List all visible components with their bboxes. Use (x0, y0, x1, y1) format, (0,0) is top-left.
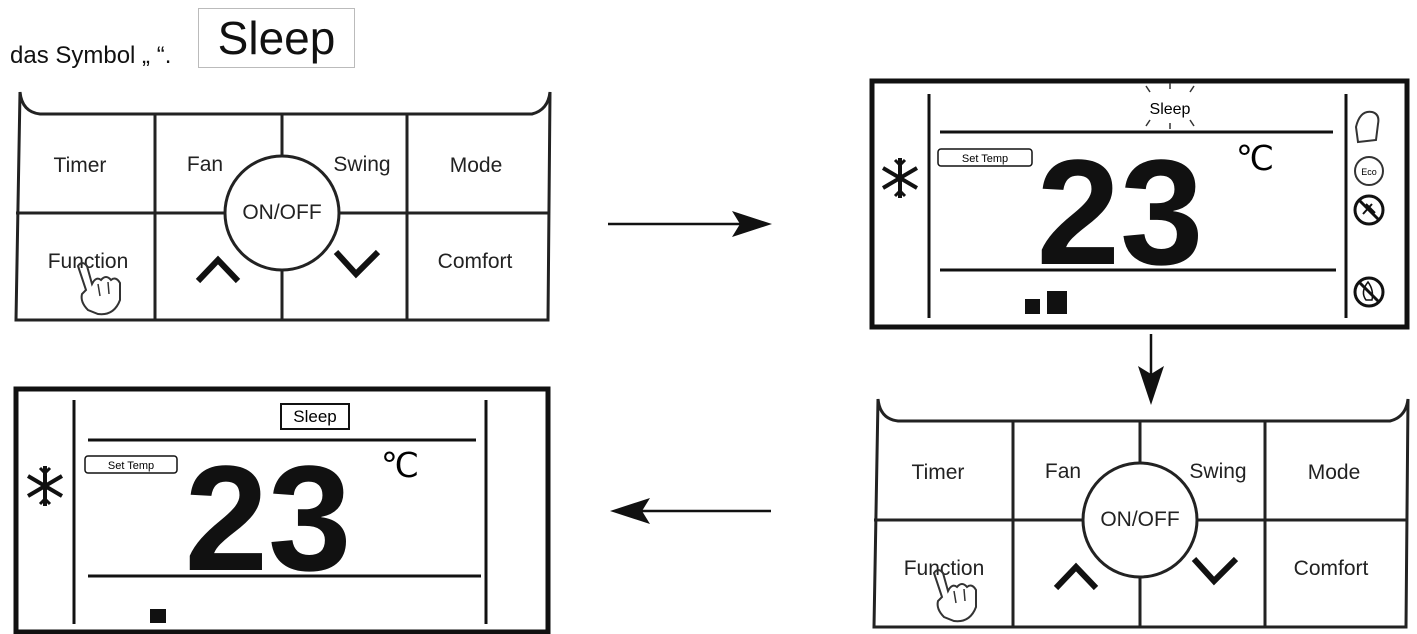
chevron-up-icon[interactable] (1053, 562, 1099, 591)
chevron-down-icon[interactable] (1191, 556, 1239, 586)
celsius-unit: ℃ (1236, 140, 1274, 178)
celsius-unit: ℃ (381, 447, 419, 485)
snowflake-icon (26, 464, 64, 508)
onoff-key[interactable]: ON/OFF (1100, 508, 1179, 531)
eco-label: Eco (1361, 167, 1377, 177)
comfort-key[interactable]: Comfort (438, 250, 513, 273)
chevron-up-icon[interactable] (195, 255, 241, 284)
mode-key[interactable]: Mode (450, 154, 503, 177)
timer-key[interactable]: Timer (912, 461, 965, 484)
display-top-right: Sleep Set Temp 23 ℃ Eco (869, 78, 1410, 330)
no-fire-icon (1353, 276, 1385, 308)
chevron-down-icon[interactable] (333, 249, 381, 279)
swing-key[interactable]: Swing (333, 153, 390, 176)
function-key[interactable]: Function (48, 250, 129, 273)
blink-marks (1145, 83, 1195, 129)
fan-speed-bars-icon (1025, 299, 1040, 314)
set-temp-label: Set Temp (108, 460, 154, 472)
display-bottom-left: Sleep Set Temp 23 ℃ (13, 386, 551, 634)
fan-key[interactable]: Fan (1045, 460, 1081, 483)
arrow-left-icon (610, 498, 771, 524)
no-mosquito-icon (1353, 194, 1385, 226)
fan-speed-bars-icon (150, 609, 166, 623)
eco-icon (1354, 156, 1384, 186)
keypad-top-left: Timer Fan Swing Mode Function Comfort ON… (14, 90, 552, 322)
timer-key[interactable]: Timer (54, 154, 107, 177)
keypad-bottom-right: Timer Fan Swing Mode Function Comfort ON… (872, 397, 1410, 629)
fan-key[interactable]: Fan (187, 153, 223, 176)
arm-icon (1354, 110, 1380, 144)
intro-text: das Symbol „ “. (10, 42, 172, 69)
arrow-right-icon (608, 211, 772, 237)
snowflake-icon (881, 156, 919, 200)
mode-key[interactable]: Mode (1308, 461, 1361, 484)
temperature-digits: 23 (185, 434, 352, 602)
comfort-key[interactable]: Comfort (1294, 557, 1369, 580)
sleep-indicator: Sleep (293, 407, 336, 426)
sleep-indicator: Sleep (1150, 101, 1191, 118)
set-temp-label: Set Temp (962, 153, 1008, 165)
temperature-digits: 23 (1037, 128, 1204, 296)
function-key[interactable]: Function (904, 557, 985, 580)
sleep-symbol-box: Sleep (198, 8, 355, 68)
swing-key[interactable]: Swing (1189, 460, 1246, 483)
onoff-key[interactable]: ON/OFF (242, 201, 321, 224)
arrow-down-icon (1138, 334, 1164, 405)
